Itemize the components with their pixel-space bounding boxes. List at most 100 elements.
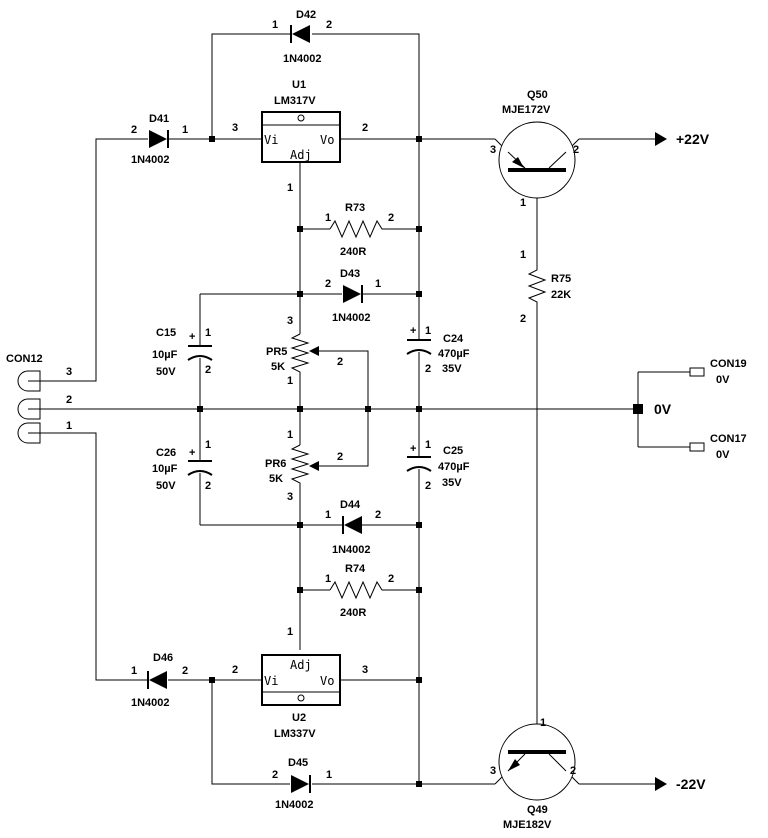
svg-text:50V: 50V	[156, 366, 176, 378]
svg-text:1N4002: 1N4002	[332, 544, 371, 556]
svg-text:2: 2	[573, 144, 579, 156]
resistor-r74: R74 1 2 240R	[325, 563, 394, 619]
svg-text:1: 1	[66, 420, 72, 432]
svg-text:2: 2	[375, 509, 381, 521]
svg-text:D41: D41	[149, 113, 169, 125]
svg-text:2: 2	[66, 394, 72, 406]
svg-text:1: 1	[287, 626, 293, 638]
svg-text:3: 3	[490, 144, 496, 156]
diode-d46: D46 1 2 1N4002	[131, 652, 188, 709]
net-label-0v: 0V	[654, 401, 672, 417]
connector-con12: CON12 3 2 1	[6, 353, 72, 444]
diode-d45: D45 2 1 1N4002	[272, 757, 332, 811]
svg-text:1: 1	[182, 124, 188, 136]
svg-text:D46: D46	[153, 652, 173, 664]
svg-text:2: 2	[425, 480, 431, 492]
svg-text:D45: D45	[288, 757, 308, 769]
svg-text:3: 3	[287, 491, 293, 503]
svg-text:1: 1	[325, 509, 331, 521]
svg-text:C25: C25	[443, 445, 463, 457]
svg-text:C15: C15	[156, 327, 176, 339]
svg-text:R73: R73	[345, 202, 365, 214]
svg-text:0V: 0V	[716, 449, 730, 461]
connector-con19: CON19 0V	[689, 358, 747, 386]
svg-text:1N4002: 1N4002	[131, 697, 170, 709]
transistor-q50: Q50 MJE172V 3 2 1	[490, 89, 579, 209]
svg-text:35V: 35V	[442, 477, 462, 489]
regulator-u2: Adj Vi Vo 2 3 1 U2 LM337V	[232, 626, 368, 740]
svg-text:22K: 22K	[551, 289, 571, 301]
svg-text:CON17: CON17	[710, 433, 747, 445]
svg-text:1: 1	[425, 325, 431, 337]
potentiometer-pr6: 1 PR6 5K 3 2	[265, 429, 343, 503]
svg-text:3: 3	[287, 315, 293, 327]
transistor-q49: 1 3 2 Q49 MJE182V	[490, 717, 576, 831]
svg-text:10µF: 10µF	[152, 349, 178, 361]
svg-text:+: +	[410, 443, 416, 455]
svg-text:CON19: CON19	[710, 358, 747, 370]
svg-text:LM337V: LM337V	[274, 728, 316, 740]
svg-text:2: 2	[425, 363, 431, 375]
svg-text:240R: 240R	[340, 246, 366, 258]
svg-text:1: 1	[272, 19, 278, 31]
svg-text:2: 2	[131, 124, 137, 136]
svg-text:0V: 0V	[716, 374, 730, 386]
svg-text:D42: D42	[296, 9, 316, 21]
svg-text:+: +	[410, 325, 416, 337]
svg-text:1: 1	[540, 717, 546, 729]
svg-text:1: 1	[205, 439, 211, 451]
svg-text:Adj: Adj	[290, 658, 312, 672]
svg-text:5K: 5K	[271, 361, 285, 373]
svg-text:2: 2	[205, 480, 211, 492]
svg-text:2: 2	[325, 278, 331, 290]
svg-text:240R: 240R	[340, 607, 366, 619]
svg-text:MJE172V: MJE172V	[502, 104, 551, 116]
svg-text:3: 3	[66, 366, 72, 378]
diode-d44: D44 1 2 1N4002	[325, 499, 381, 556]
svg-text:470µF: 470µF	[438, 348, 470, 360]
resistor-r73: R73 1 2 240R	[325, 202, 394, 258]
svg-text:1: 1	[131, 665, 137, 677]
svg-text:1: 1	[325, 212, 331, 224]
svg-text:U1: U1	[292, 79, 306, 91]
svg-text:3: 3	[232, 122, 238, 134]
svg-text:1N4002: 1N4002	[131, 154, 170, 166]
capacitor-c25: + 1 2 C25 470µF 35V	[406, 439, 470, 492]
svg-text:+: +	[189, 447, 195, 459]
svg-text:CON12: CON12	[6, 353, 43, 365]
svg-text:1: 1	[287, 182, 293, 194]
svg-text:2: 2	[232, 664, 238, 676]
svg-text:PR5: PR5	[266, 346, 287, 358]
svg-text:Q50: Q50	[527, 89, 548, 101]
svg-text:1: 1	[287, 429, 293, 441]
svg-text:U2: U2	[292, 712, 306, 724]
svg-text:1N4002: 1N4002	[275, 799, 314, 811]
svg-text:1: 1	[205, 327, 211, 339]
svg-text:Adj: Adj	[290, 148, 312, 162]
svg-text:2: 2	[182, 665, 188, 677]
svg-text:Vi: Vi	[264, 133, 278, 147]
svg-text:1: 1	[520, 249, 526, 261]
output-negative: -22V	[655, 776, 706, 792]
svg-text:1N4002: 1N4002	[332, 312, 371, 324]
svg-text:470µF: 470µF	[438, 461, 470, 473]
svg-text:3: 3	[362, 664, 368, 676]
svg-text:PR6: PR6	[265, 458, 286, 470]
svg-text:C24: C24	[443, 333, 464, 345]
svg-text:MJE182V: MJE182V	[503, 819, 552, 831]
svg-text:Q49: Q49	[527, 804, 548, 816]
svg-text:1: 1	[520, 197, 526, 209]
svg-text:1: 1	[287, 375, 293, 387]
svg-text:1N4002: 1N4002	[283, 53, 322, 65]
svg-text:2: 2	[337, 451, 343, 463]
svg-text:50V: 50V	[156, 480, 176, 492]
wires	[40, 33, 690, 785]
diode-d41: D41 2 1 1N4002	[131, 113, 188, 166]
svg-text:Vo: Vo	[320, 133, 334, 147]
svg-text:Vo: Vo	[320, 674, 334, 688]
svg-text:D43: D43	[340, 268, 360, 280]
net-label-minus-22v: -22V	[676, 776, 706, 792]
connector-con17: CON17 0V	[689, 433, 747, 461]
regulator-u1: U1 LM317V Vi Vo Adj 3 2 1	[232, 79, 368, 194]
